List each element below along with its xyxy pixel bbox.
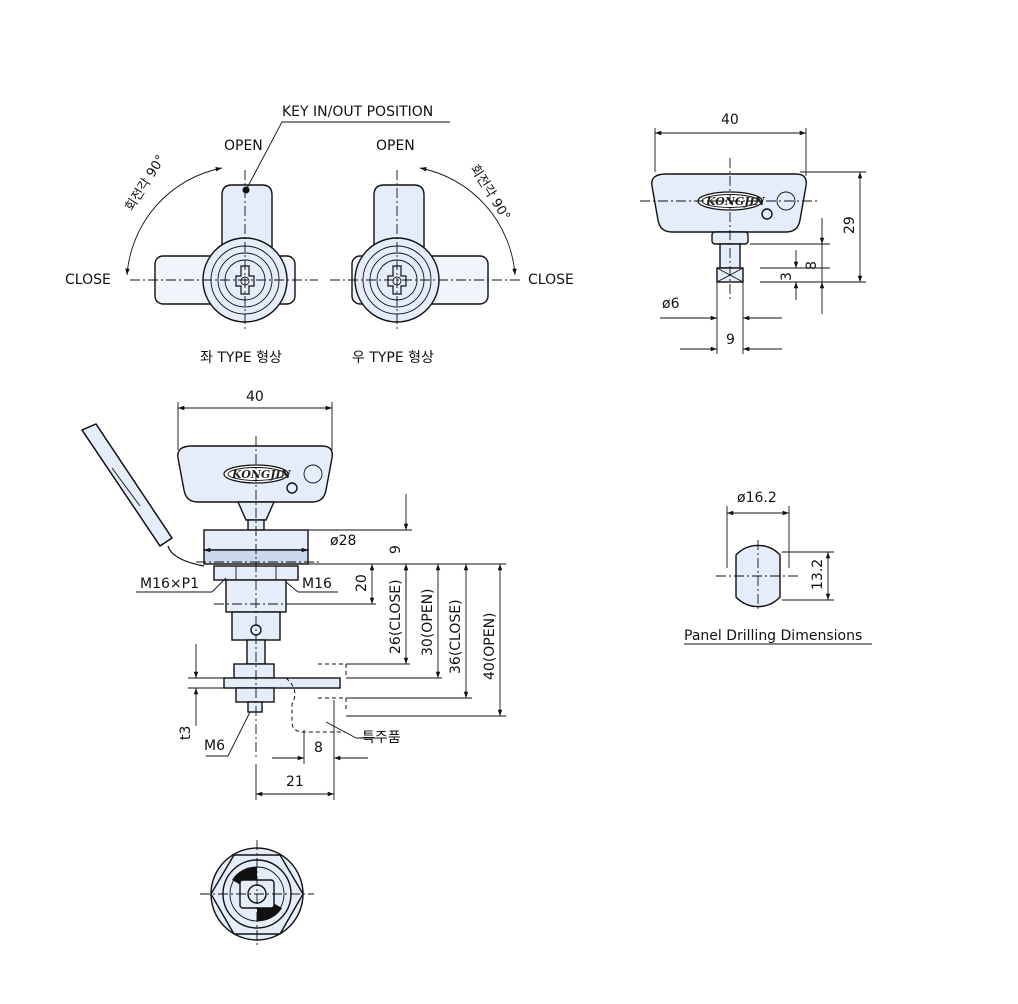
key-tip-dim: 3 (779, 272, 795, 281)
d36-dim: 36(CLOSE) (448, 599, 464, 674)
d21-dim: 21 (286, 774, 304, 790)
rotation-label-right: 회전각 90° (467, 162, 513, 223)
hole-dia-dim: ø16.2 (737, 490, 777, 506)
side-9-dim: 9 (388, 545, 404, 554)
special-part-label: 특주품 (362, 730, 401, 746)
close-label-right: CLOSE (528, 272, 574, 288)
thread-nut-label: M16 (302, 576, 332, 592)
panel-drilling-view: ø16.2 13.2 Panel Drilling Dimensions (684, 490, 872, 645)
side-view: KONGJIN 40 (80, 389, 506, 800)
t3-dim: t3 (178, 726, 194, 740)
rotation-label-left: 회전각 90° (123, 153, 169, 214)
close-label-left: CLOSE (65, 272, 111, 288)
type-label-left: 좌 TYPE 형상 (200, 350, 282, 366)
key-position-label: KEY IN/OUT POSITION (282, 104, 433, 120)
d40-dim: 40(OPEN) (482, 612, 498, 680)
key-tip-width-dim: 9 (726, 332, 735, 348)
open-label-left: OPEN (224, 138, 263, 154)
back-view (200, 840, 314, 948)
panel-drilling-title: Panel Drilling Dimensions (684, 628, 862, 644)
hole-flat-dim: 13.2 (810, 559, 826, 590)
key-height-dim: 29 (842, 216, 858, 234)
open-label-right: OPEN (376, 138, 415, 154)
key-logo: KONGJIN (705, 195, 766, 208)
right-type-view: OPEN CLOSE 회전각 90° 우 TYPE 형상 (330, 138, 574, 366)
key-view: KONGJIN 40 29 8 3 ø6 (640, 112, 866, 354)
d8-dim: 8 (314, 740, 323, 756)
d30-dim: 30(OPEN) (420, 588, 436, 656)
key-dia-dim: ø6 (662, 296, 680, 312)
type-label-right: 우 TYPE 형상 (352, 350, 434, 366)
d26-dim: 26(CLOSE) (388, 579, 404, 654)
d20-dim: 20 (354, 574, 370, 592)
key-width-dim: 40 (721, 112, 739, 128)
side-width-dim: 40 (246, 389, 264, 405)
side-dia-dim: ø28 (330, 533, 356, 549)
m6-label: M6 (204, 738, 225, 754)
key-shaft-dim: 8 (804, 261, 820, 270)
side-logo: KONGJIN (231, 468, 292, 481)
thread-main-label: M16×P1 (140, 576, 199, 592)
